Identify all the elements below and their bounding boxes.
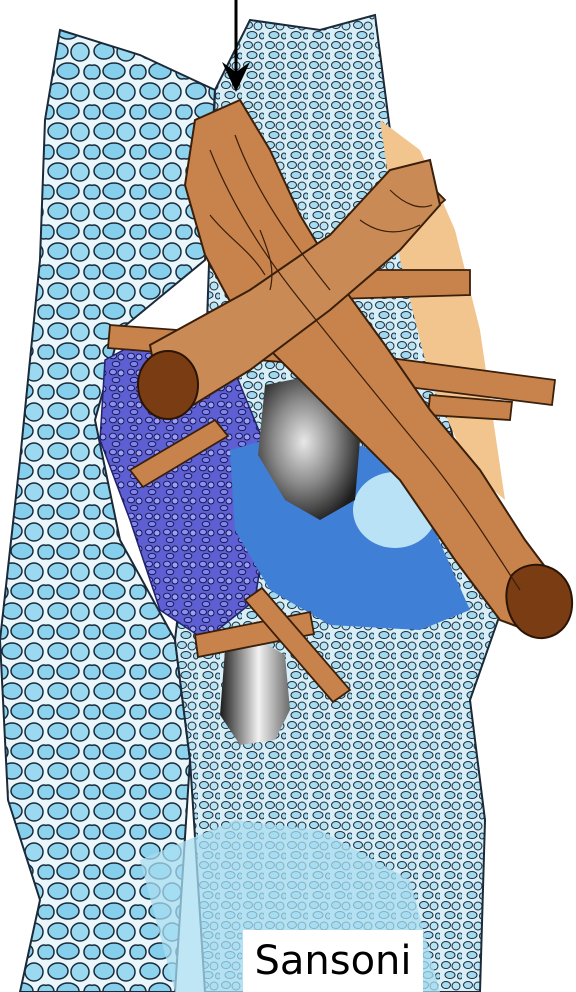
log-end-right xyxy=(506,565,572,638)
grey-structure-lower xyxy=(220,640,290,745)
caption-label: Sansoni xyxy=(254,938,411,984)
log-end-left xyxy=(138,351,198,419)
caption-box: Sansoni xyxy=(243,930,423,992)
